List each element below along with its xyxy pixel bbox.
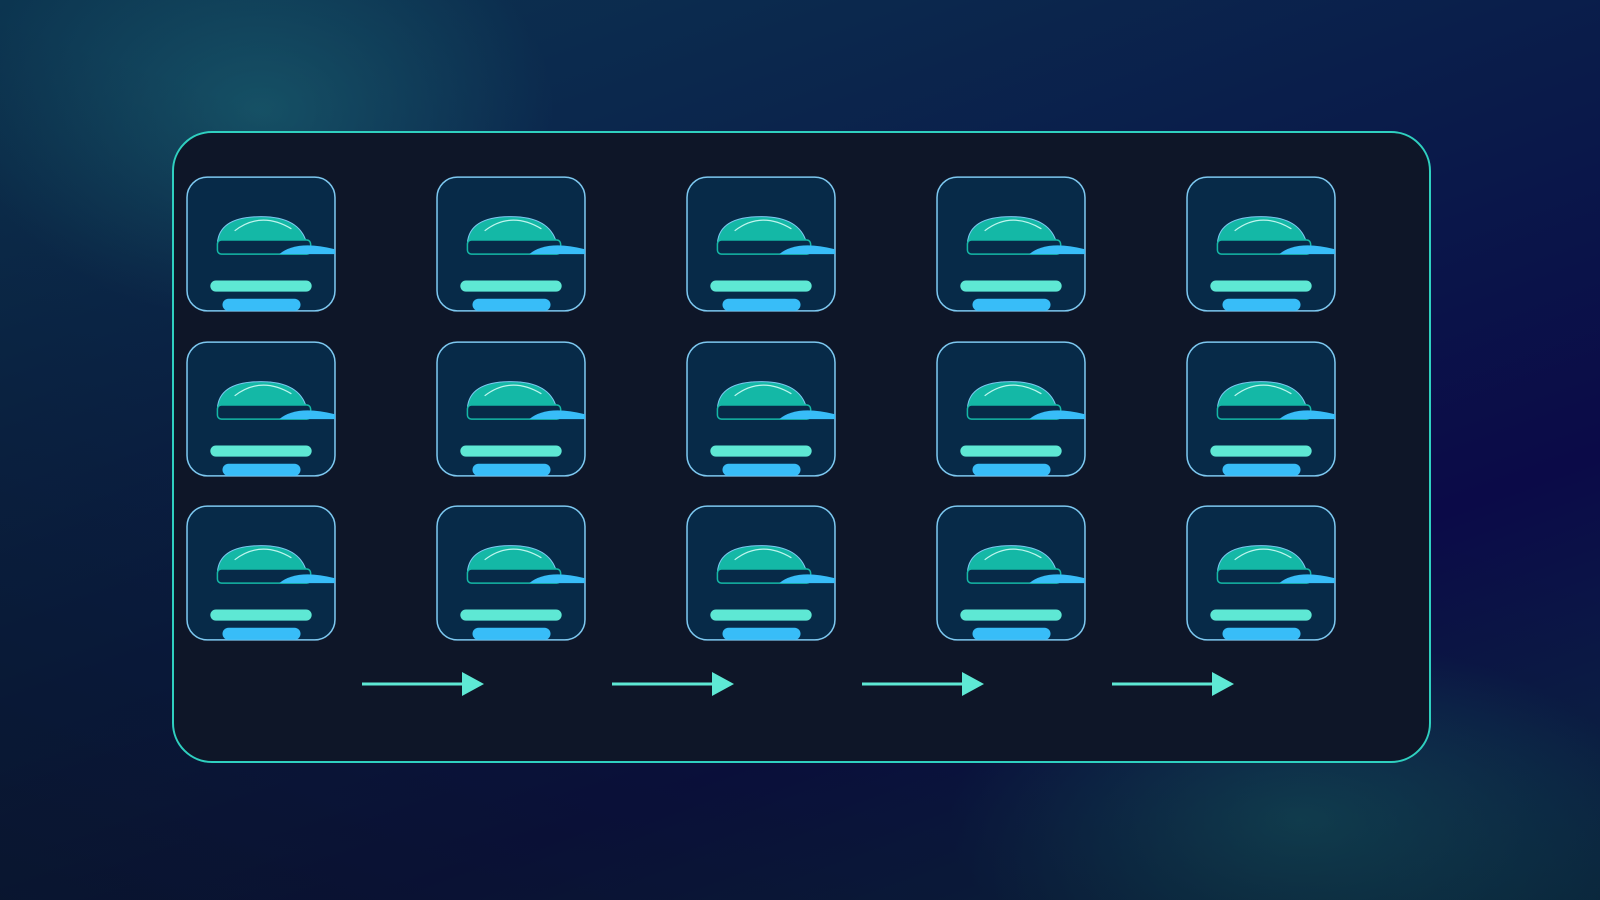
card-item[interactable] [1186, 176, 1336, 312]
cloud-dome-icon [1210, 545, 1335, 640]
cloud-dome-icon [960, 545, 1085, 640]
card-item[interactable] [436, 176, 586, 312]
card-item[interactable] [686, 341, 836, 477]
arrow-right-icon [1112, 669, 1236, 699]
cloud-dome-icon [460, 381, 585, 476]
card-item[interactable] [936, 341, 1086, 477]
grid-panel [172, 131, 1431, 763]
card-item[interactable] [186, 341, 336, 477]
cloud-dome-icon [960, 381, 1085, 476]
card-item[interactable] [936, 505, 1086, 641]
cloud-dome-icon [960, 216, 1085, 311]
cloud-dome-icon [710, 545, 835, 640]
cloud-dome-icon [210, 216, 335, 311]
arrow-right-icon [862, 669, 986, 699]
cloud-dome-icon [210, 545, 335, 640]
cloud-dome-icon [710, 216, 835, 311]
cloud-dome-icon [1210, 381, 1335, 476]
arrow-right-icon [362, 669, 486, 699]
card-item[interactable] [186, 505, 336, 641]
card-item[interactable] [686, 176, 836, 312]
arrow-right-icon [612, 669, 736, 699]
card-item[interactable] [186, 176, 336, 312]
card-item[interactable] [936, 176, 1086, 312]
card-item[interactable] [686, 505, 836, 641]
cloud-dome-icon [460, 545, 585, 640]
cloud-dome-icon [460, 216, 585, 311]
card-item[interactable] [436, 341, 586, 477]
cloud-dome-icon [710, 381, 835, 476]
card-item[interactable] [1186, 505, 1336, 641]
card-item[interactable] [1186, 341, 1336, 477]
card-item[interactable] [436, 505, 586, 641]
cloud-dome-icon [1210, 216, 1335, 311]
cloud-dome-icon [210, 381, 335, 476]
